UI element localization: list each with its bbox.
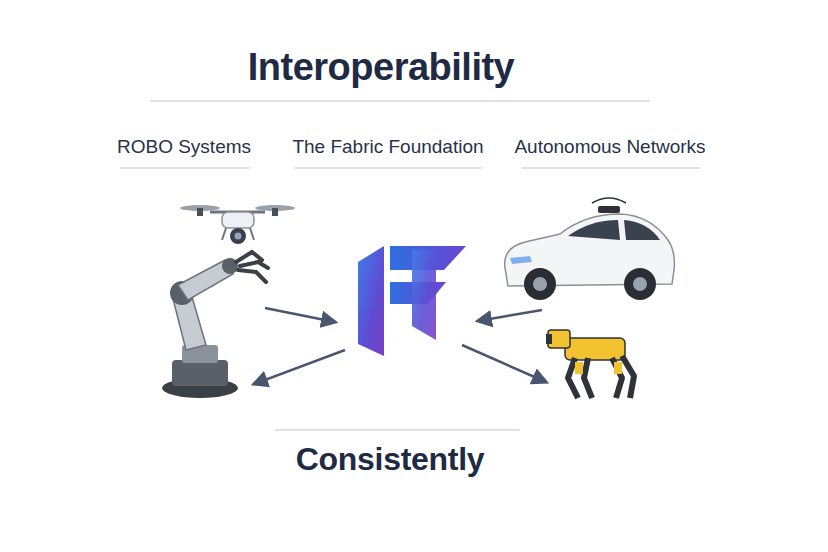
robot-arm-icon <box>162 252 268 398</box>
robot-dog-icon <box>546 330 634 398</box>
diagram-title: Interoperability <box>248 46 515 89</box>
column-heading: Autonomous Networks <box>514 136 705 158</box>
car-icon <box>505 198 675 300</box>
column-heading: The Fabric Foundation <box>292 136 483 158</box>
column-heading: ROBO Systems <box>117 136 251 158</box>
arrows <box>254 308 546 384</box>
diagram-caption: Consistently <box>296 441 484 478</box>
drone-icon <box>180 205 295 244</box>
logo-mark <box>358 246 466 356</box>
